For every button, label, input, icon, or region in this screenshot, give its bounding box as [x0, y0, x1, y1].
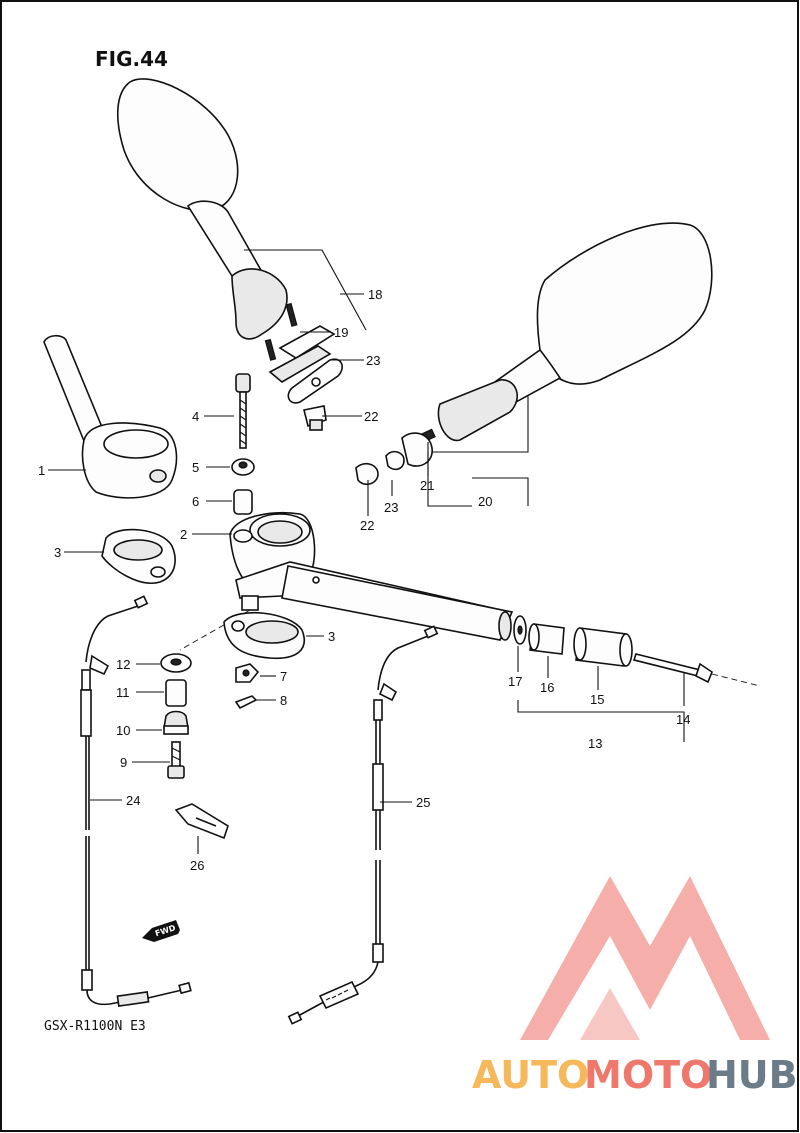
callout-labels: 18 19 23 22 21 20 22 23 1 4 5 6 2 3 3 12…	[38, 287, 690, 873]
callout-7: 7	[280, 669, 287, 684]
bar-end-washer	[513, 615, 527, 645]
bar-end-damper	[528, 623, 565, 655]
callout-4: 4	[192, 409, 199, 424]
left-mirror-gasket	[268, 325, 336, 383]
watermark-text-hub: HUB	[706, 1053, 798, 1097]
model-code: GSX-R1100N E3	[44, 1019, 146, 1034]
clamp-nut	[235, 663, 260, 683]
callout-10: 10	[116, 723, 130, 738]
throttle-cable-return	[287, 625, 439, 1025]
callout-17: 17	[508, 674, 522, 689]
right-mirror	[355, 222, 713, 486]
lower-spacer-plate	[223, 611, 305, 660]
callout-13: 13	[588, 736, 602, 751]
callout-22-lower: 22	[360, 518, 374, 533]
left-mirror	[116, 78, 298, 361]
callout-23-lower: 23	[384, 500, 398, 515]
callout-24: 24	[126, 793, 140, 808]
left-mirror-nut	[303, 405, 327, 431]
callout-26: 26	[190, 858, 204, 873]
callout-21: 21	[420, 478, 434, 493]
watermark-logo: AUTO MOTO HUB	[472, 876, 798, 1097]
bar-end-screw	[632, 653, 761, 687]
forward-arrow-icon: FWD	[142, 920, 180, 942]
callout-2: 2	[180, 527, 187, 542]
clamp-washer	[231, 458, 255, 476]
callout-23-upper: 23	[366, 353, 380, 368]
upper-spacer-plate	[101, 528, 176, 584]
watermark-text-auto: AUTO	[472, 1053, 589, 1097]
callout-3-lower: 3	[328, 629, 335, 644]
callout-5: 5	[192, 460, 199, 475]
spacer-sleeve	[165, 679, 187, 707]
callout-22-upper: 22	[364, 409, 378, 424]
bar-end-weight	[573, 627, 633, 667]
left-handlebar-clipon	[43, 334, 178, 499]
cap-nut	[163, 710, 189, 735]
cable-guide	[174, 803, 229, 840]
callout-16: 16	[540, 680, 554, 695]
callout-20: 20	[478, 494, 492, 509]
leader-lines	[48, 249, 685, 854]
clamp-bolt	[235, 373, 251, 449]
callout-14: 14	[676, 712, 690, 727]
callout-9: 9	[120, 755, 127, 770]
figure-title: FIG.44	[95, 47, 168, 71]
callout-6: 6	[192, 494, 199, 509]
callout-15: 15	[590, 692, 604, 707]
right-handlebar-clipon	[229, 512, 514, 641]
callout-18: 18	[368, 287, 382, 302]
callout-19: 19	[334, 325, 348, 340]
callout-1: 1	[38, 463, 45, 478]
callout-3-upper: 3	[54, 545, 61, 560]
cotter-pin	[234, 695, 258, 710]
callout-12: 12	[116, 657, 130, 672]
watermark-text-moto: MOTO	[584, 1053, 712, 1097]
mounting-bolt	[167, 741, 185, 779]
clamp-collar	[233, 489, 253, 515]
throttle-cable-pull	[80, 595, 192, 1007]
callout-11: 11	[116, 685, 130, 700]
callout-8: 8	[280, 693, 287, 708]
rubber-washer	[160, 653, 192, 673]
callout-25: 25	[416, 795, 430, 810]
